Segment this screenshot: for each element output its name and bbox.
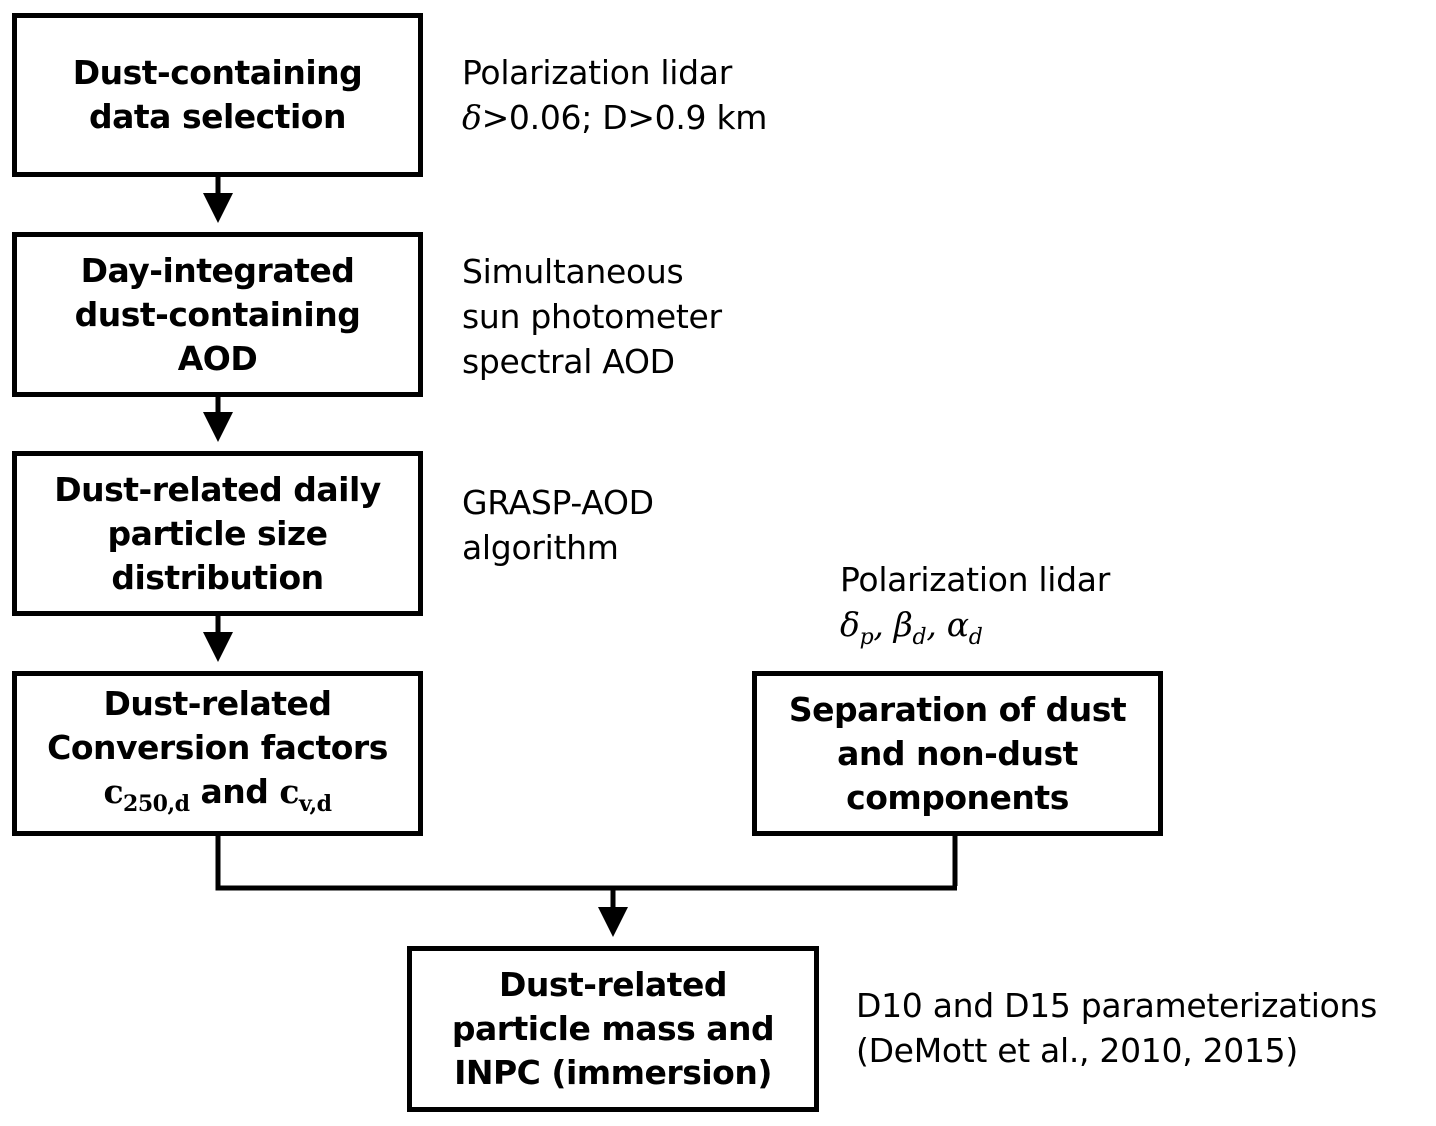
c250-subscript: 250,d [123,790,190,817]
separator: , [873,605,894,644]
merge-connector [215,835,957,891]
delta-p-symbol: δ [840,605,860,644]
box-dust-separation: Separation of dust and non-dust componen… [752,671,1163,836]
note3-line-2: algorithm [462,528,619,567]
note4-line-1: Polarization lidar [840,560,1110,599]
box4-line-1: Dust-related [103,683,332,723]
box3-line-3: distribution [111,557,324,597]
box6-line-2: particle mass and [451,1009,775,1048]
box1-line-2: data selection [89,97,346,136]
note5-line-2: (DeMott et al., 2010, 2015) [856,1031,1298,1070]
box-dust-data-selection: Dust-containing data selection [12,13,423,177]
cv-subscript: v,d [299,790,332,817]
note2-line-3: spectral AOD [462,342,675,381]
box4-line-2: Conversion factors [47,727,388,767]
note1-criteria: δ>0.06; D>0.9 km [462,95,767,140]
note-grasp-algorithm: GRASP-AOD algorithm [462,480,654,570]
box2-line-1: Day-integrated [80,250,355,290]
c250-symbol: c [103,771,124,811]
note-polarization-lidar-params: Polarization lidar δp, βd, αd [840,557,1110,660]
delta-p-subscript: p [859,625,874,650]
criteria-text: >0.06; D>0.9 km [481,98,768,137]
box1-line-1: Dust-containing [72,53,363,92]
box2-line-2: dust-containing [74,294,361,334]
box-conversion-factors: Dust-related Conversion factors c250,d a… [12,671,423,836]
box3-line-2: particle size [107,513,328,553]
beta-d-symbol: β [893,605,913,644]
note4-params: δp, βd, αd [840,602,1110,660]
note3-line-1: GRASP-AOD [462,483,654,522]
cv-symbol: c [279,771,299,811]
note2-line-2: sun photometer [462,297,722,336]
box5-line-3: components [846,777,1069,817]
box4-formula: c250,d and cv,d [47,770,388,826]
note-demott-parameterizations: D10 and D15 parameterizations (DeMott et… [856,983,1377,1073]
separator: , [926,605,947,644]
note-sun-photometer: Simultaneous sun photometer spectral AOD [462,249,722,384]
note2-line-1: Simultaneous [462,252,684,291]
note1-line-1: Polarization lidar [462,53,732,92]
formula-and: and [200,771,269,811]
beta-d-subscript: d [912,625,927,650]
alpha-d-subscript: d [968,625,983,650]
box-particle-size-distribution: Dust-related daily particle size distrib… [12,451,423,616]
box3-line-1: Dust-related daily [54,469,381,509]
box2-line-3: AOD [177,338,258,378]
box-day-integrated-aod: Day-integrated dust-containing AOD [12,232,423,397]
box5-line-1: Separation of dust [788,689,1127,729]
delta-symbol: δ [462,98,482,137]
box5-line-2: and non-dust [837,733,1078,773]
alpha-d-symbol: α [946,605,969,644]
box6-line-1: Dust-related [498,965,728,1004]
box-particle-mass-inpc: Dust-related particle mass and INPC (imm… [407,946,819,1112]
note5-line-1: D10 and D15 parameterizations [856,986,1377,1025]
note-polarization-lidar-criteria: Polarization lidar δ>0.06; D>0.9 km [462,50,767,140]
box6-line-3: INPC (immersion) [454,1053,772,1092]
